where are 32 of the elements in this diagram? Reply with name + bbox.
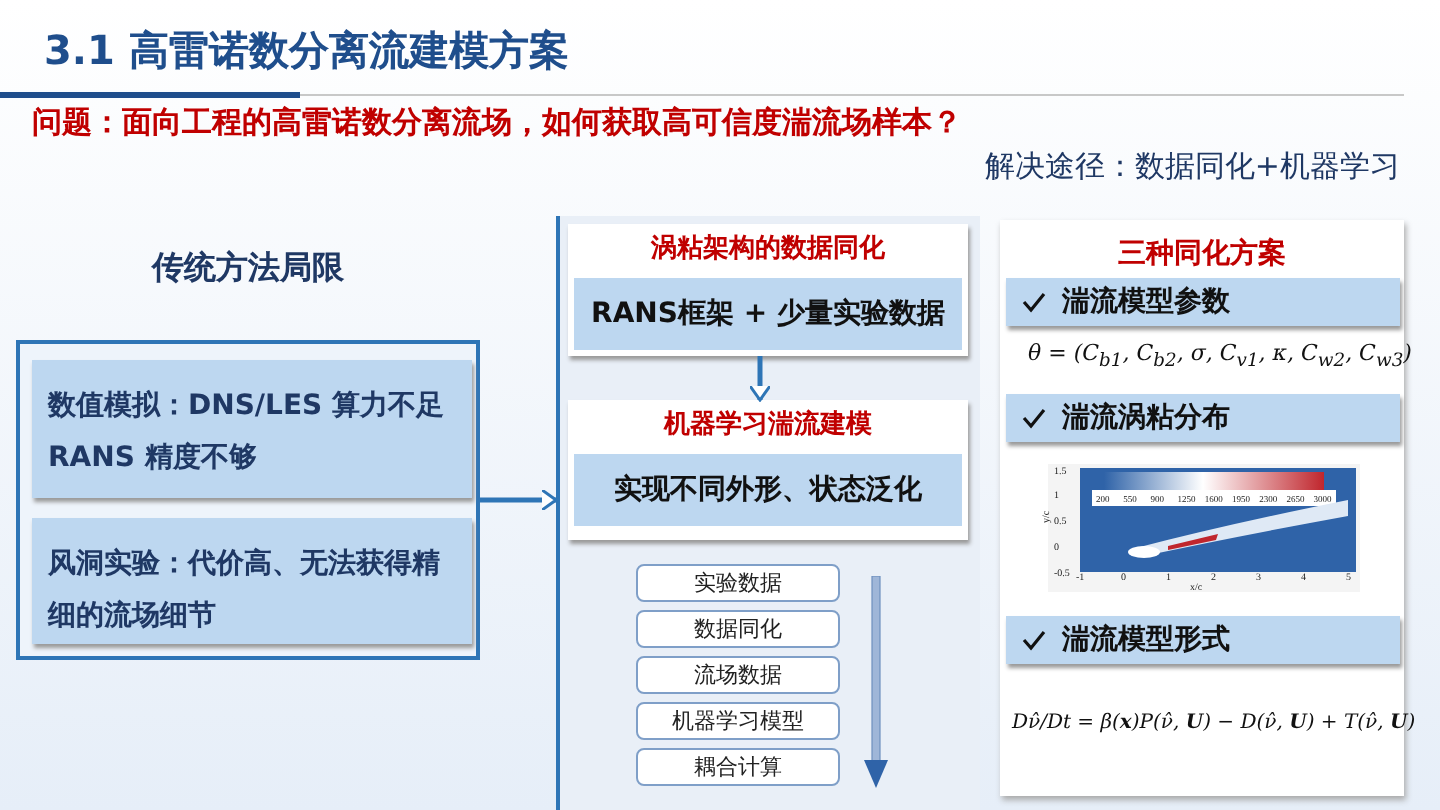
panel-heading: 传统方法局限 [149, 248, 346, 290]
method-card [568, 224, 968, 356]
picture [1048, 464, 1360, 592]
scheme-bar [1006, 394, 1400, 442]
arrow [480, 488, 558, 512]
card-body: 实现不同外形、状态泛化 [574, 454, 962, 526]
step-box: 实验数据 [636, 564, 840, 602]
panel-heading: 三种同化方案 [1116, 236, 1288, 272]
method-card [568, 400, 968, 540]
formula: θ = (C$_{b1}$, C$_{b2}$, σ, C$_{v1}$, κ, C$_{w2}$, C$_{w3}$) [1028, 340, 1412, 373]
scheme-label: 湍流模型形式 [1062, 622, 1230, 658]
step-box: 流场数据 [636, 656, 840, 694]
approach-text: 解决途径：数据同化+机器学习 [984, 148, 1400, 186]
limit-text: 风洞实验：代价高、无法获得精细的流场细节 [48, 545, 442, 636]
arrow [748, 356, 772, 402]
formula: Dν̂/Dt = β(x)P(ν̂, U) − D(ν̂, U) + T(ν̂, U) [1012, 712, 1416, 734]
method-panel [556, 216, 980, 810]
step-box: 机器学习模型 [636, 702, 840, 740]
limit-box [32, 360, 472, 498]
card-heading: 机器学习湍流建模 [661, 407, 874, 442]
limit-text: 数值模拟：DNS/LES 算力不足 RANS 精度不够 [48, 388, 446, 478]
step-box: 数据同化 [636, 610, 840, 648]
slide-title: 3.1 高雷诺数分离流建模方案 [44, 24, 569, 78]
scheme-label: 湍流模型参数 [1062, 284, 1230, 320]
scheme-label: 湍流涡粘分布 [1062, 400, 1230, 436]
card-heading: 涡粘架构的数据同化 [649, 232, 887, 266]
scheme-bar [1006, 278, 1400, 326]
limit-box [32, 518, 472, 644]
scheme-bar [1006, 616, 1400, 664]
card-body: RANS框架 + 少量实验数据 [574, 278, 962, 350]
question-text: 问题：面向工程的高雷诺数分离流场，如何获取高可信度湍流场样本？ [32, 104, 962, 142]
step-box: 耦合计算 [636, 748, 840, 786]
